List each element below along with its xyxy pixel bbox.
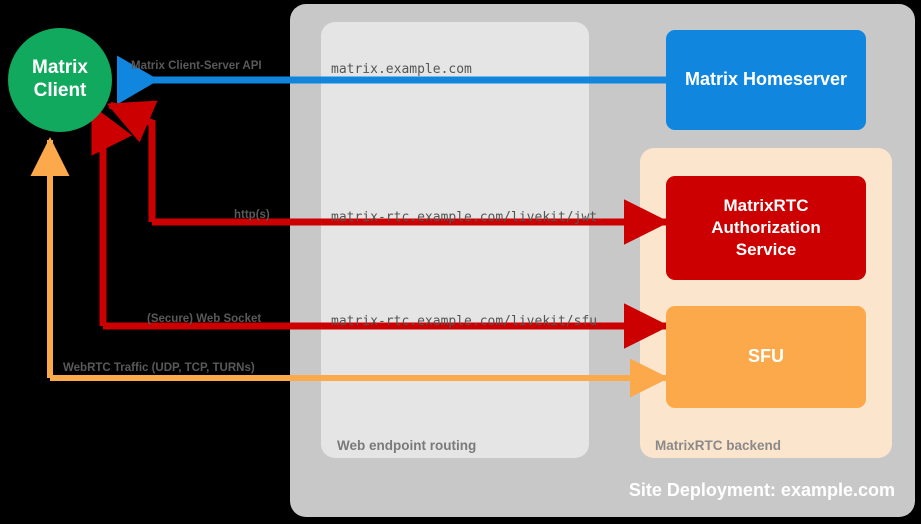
node-matrix-homeserver-label: Matrix Homeserver: [684, 69, 848, 90]
endpoint-label-matrix: matrix.example.com: [331, 62, 472, 77]
endpoint-label-jwt: matrix-rtc.example.com/livekit/jwt: [331, 210, 598, 225]
edge-label-sfu-ws: (Secure) Web Socket: [147, 313, 262, 325]
node-sfu-label: SFU: [748, 346, 784, 367]
node-sfu[interactable]: SFU: [666, 306, 866, 408]
web-endpoint-routing-container: [321, 22, 589, 458]
edge-jwt: [106, 100, 670, 245]
edge-label-webrtc: WebRTC Traffic (UDP, TCP, TURNs): [63, 362, 255, 374]
edge-webrtc: [30, 137, 669, 398]
node-matrixrtc-authorization-service-label: MatrixRTC Authorization Service: [711, 196, 821, 259]
endpoint-label-sfu: matrix-rtc.example.com/livekit/sfu: [331, 314, 598, 329]
edge-label-cs-api: Matrix Client-Server API: [131, 60, 262, 72]
web-endpoint-routing-title: Web endpoint routing: [337, 438, 477, 453]
node-matrix-client[interactable]: Matrix Client: [8, 28, 112, 132]
node-matrix-client-label: Matrix Client: [32, 57, 88, 101]
node-matrix-homeserver[interactable]: Matrix Homeserver: [666, 30, 866, 130]
site-deployment-title: Site Deployment: example.com: [628, 480, 895, 500]
matrixrtc-backend-title: MatrixRTC backend: [655, 438, 782, 453]
edge-label-jwt: http(s): [234, 209, 270, 221]
node-matrixrtc-authorization-service[interactable]: MatrixRTC Authorization Service: [666, 176, 866, 280]
